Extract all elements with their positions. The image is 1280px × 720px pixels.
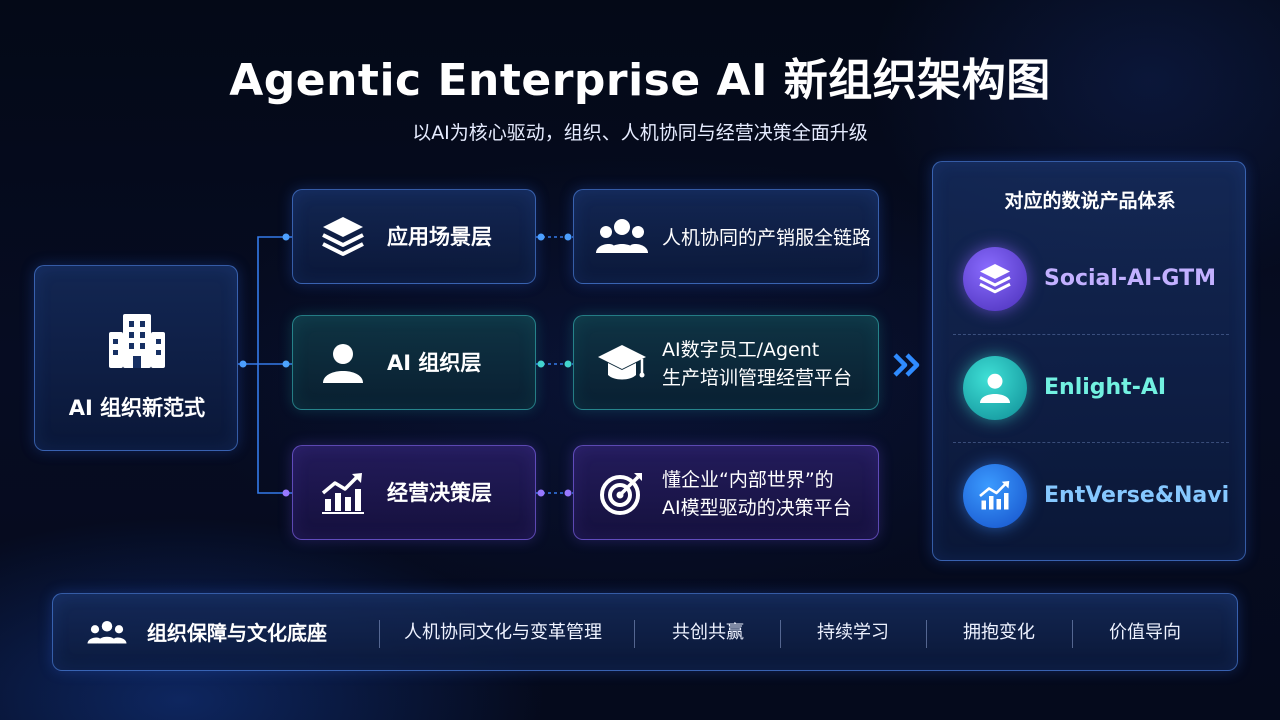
- culture-foundation-bar: 组织保障与文化底座 人机协同文化与变革管理 共创共赢 持续学习 拥抱变化 价值导…: [52, 593, 1238, 671]
- layers-icon: [979, 264, 1011, 294]
- desc-line: 人机协同的产销服全链路: [662, 226, 872, 249]
- target-icon: [600, 473, 642, 515]
- users-group-icon: [596, 219, 648, 253]
- layer-label: AI 组织层: [387, 351, 482, 375]
- product-icon-badge: [963, 247, 1027, 311]
- product-social-ai-gtm: Social-AI-GTM: [957, 233, 1223, 329]
- root-label: AI 组织新范式: [68, 396, 206, 420]
- products-title: 对应的数说产品体系: [1004, 190, 1176, 212]
- graduation-cap-icon: [598, 345, 646, 380]
- layers-icon: [322, 217, 364, 256]
- desc-line: 懂企业“内部世界”的: [662, 468, 834, 491]
- root-node: AI 组织新范式: [34, 265, 238, 451]
- page-title: Agentic Enterprise AI 新组织架构图: [229, 55, 1051, 106]
- desc-line: 生产培训管理经营平台: [662, 366, 853, 389]
- tag-separator: [780, 620, 781, 648]
- product-icon-badge: [963, 356, 1027, 420]
- product-icon-badge: [963, 464, 1027, 528]
- double-chevron-right-icon: [893, 353, 920, 377]
- product-enlight-ai: Enlight-AI: [957, 342, 1223, 438]
- trend-chart-icon: [321, 473, 364, 514]
- layer-application: 应用场景层: [292, 189, 536, 284]
- products-divider: [953, 442, 1229, 443]
- page-subtitle: 以AI为核心驱动，组织、人机协同与经营决策全面升级: [412, 122, 868, 144]
- layer-ai-org: AI 组织层: [292, 315, 536, 410]
- layer-label: 经营决策层: [387, 481, 492, 505]
- product-name: EntVerse&Navi: [1044, 483, 1230, 508]
- person-icon: [980, 373, 1010, 403]
- culture-tag: 拥抱变化: [963, 622, 1035, 643]
- layer-decision-desc: 懂企业“内部世界”的 AI模型驱动的决策平台: [573, 445, 879, 540]
- building-icon: [109, 314, 165, 368]
- layer-decision: 经营决策层: [292, 445, 536, 540]
- layer-desc-text: AI数字员工/Agent 生产培训管理经营平台: [662, 316, 852, 411]
- product-name: Enlight-AI: [1044, 375, 1167, 400]
- trend-chart-icon: [979, 481, 1010, 510]
- desc-line: AI数字员工/Agent: [662, 338, 820, 361]
- bottom-title: 组织保障与文化底座: [147, 621, 327, 645]
- culture-tag: 共创共赢: [672, 622, 744, 643]
- layer-ai-org-desc: AI数字员工/Agent 生产培训管理经营平台: [573, 315, 879, 410]
- tag-separator: [634, 620, 635, 648]
- tag-separator: [926, 620, 927, 648]
- culture-tag: 价值导向: [1109, 622, 1181, 643]
- layer-label: 应用场景层: [387, 225, 492, 249]
- product-name: Social-AI-GTM: [1044, 266, 1216, 291]
- desc-line: AI模型驱动的决策平台: [662, 496, 852, 519]
- person-icon: [323, 344, 363, 383]
- layer-application-desc: 人机协同的产销服全链路: [573, 189, 879, 284]
- layer-desc-text: 人机协同的产销服全链路: [662, 190, 871, 285]
- culture-tag: 人机协同文化与变革管理: [404, 622, 602, 643]
- layer-desc-text: 懂企业“内部世界”的 AI模型驱动的决策平台: [662, 446, 852, 541]
- tag-separator: [379, 620, 380, 648]
- products-panel: 对应的数说产品体系 Social-AI-GTM Enlight-AI: [932, 161, 1246, 561]
- culture-tag: 持续学习: [817, 622, 889, 643]
- products-divider: [953, 334, 1229, 335]
- users-group-icon: [87, 621, 127, 644]
- product-entverse-navi: EntVerse&Navi: [957, 450, 1229, 546]
- tag-separator: [1072, 620, 1073, 648]
